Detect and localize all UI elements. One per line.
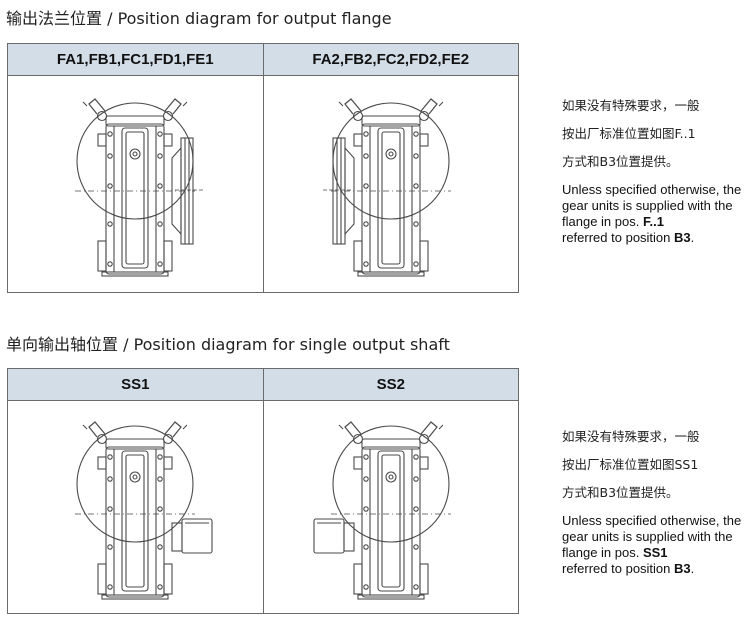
note-en: Unless specified otherwise, the gear uni… xyxy=(562,182,742,245)
diagram-cell-ss1 xyxy=(8,401,263,614)
section-title-shaft: 单向输出轴位置 / Position diagram for single ou… xyxy=(6,335,450,354)
column-header-fa2: FA2,FB2,FC2,FD2,FE2 xyxy=(262,44,519,75)
note-cn-line1: 如果没有特殊要求，一般 xyxy=(562,429,700,444)
gearbox-diagram-shaft-right xyxy=(74,421,213,600)
note-cn-line1: 如果没有特殊要求，一般 xyxy=(562,98,700,113)
table-body xyxy=(8,401,518,614)
diagram-cell-fa2 xyxy=(263,76,519,293)
note-cn-line3: 方式和B3位置提供。 xyxy=(562,485,679,500)
note-cn-line2: 按出厂标准位置如图SS1 xyxy=(562,457,699,472)
section-title-flange: 输出法兰位置 / Position diagram for output fla… xyxy=(6,9,392,28)
flange-position-table: FA1,FB1,FC1,FD1,FE1 FA2,FB2,FC2,FD2,FE2 xyxy=(7,43,519,293)
gearbox-diagram-shaft-left xyxy=(313,421,452,600)
gearbox-diagram-flange-left xyxy=(320,98,452,277)
diagram-cell-fa1 xyxy=(8,76,263,293)
table-header: FA1,FB1,FC1,FD1,FE1 FA2,FB2,FC2,FD2,FE2 xyxy=(8,44,518,76)
note-en: Unless specified otherwise, the gear uni… xyxy=(562,513,742,576)
note-cn-line2: 按出厂标准位置如图F..1 xyxy=(562,126,696,141)
note-cn-line3: 方式和B3位置提供。 xyxy=(562,154,679,169)
column-header-ss2: SS2 xyxy=(262,369,519,400)
gearbox-diagram-flange-right xyxy=(74,98,206,277)
table-body xyxy=(8,76,518,293)
flange-note: 如果没有特殊要求，一般 按出厂标准位置如图F..1 方式和B3位置提供。 Unl… xyxy=(562,92,748,246)
diagram-cell-ss2 xyxy=(263,401,519,614)
column-header-ss1: SS1 xyxy=(121,376,150,393)
table-header: SS1 SS2 xyxy=(8,369,518,401)
column-header-fa1: FA1,FB1,FC1,FD1,FE1 xyxy=(56,51,214,68)
shaft-note: 如果没有特殊要求，一般 按出厂标准位置如图SS1 方式和B3位置提供。 Unle… xyxy=(562,423,748,577)
shaft-position-table: SS1 SS2 xyxy=(7,368,519,614)
